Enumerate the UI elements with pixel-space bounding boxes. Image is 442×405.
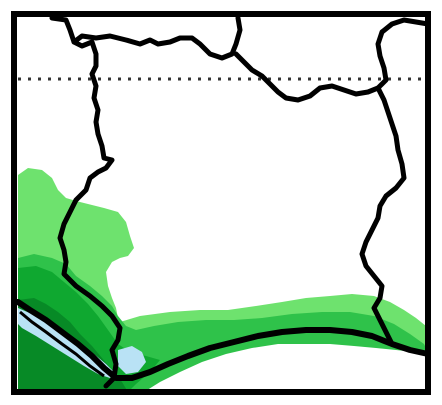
- border-northeast: [233, 17, 431, 103]
- border-north: [71, 15, 243, 61]
- precip-area-extreme-coast: [118, 346, 146, 374]
- border-west: [49, 15, 123, 389]
- map-frame: [11, 11, 431, 395]
- coastline: [15, 299, 431, 381]
- precip-area-extreme-lagoon: [18, 308, 114, 378]
- country-borders: [49, 15, 431, 389]
- coastline-inner: [19, 310, 105, 378]
- border-east: [359, 85, 407, 347]
